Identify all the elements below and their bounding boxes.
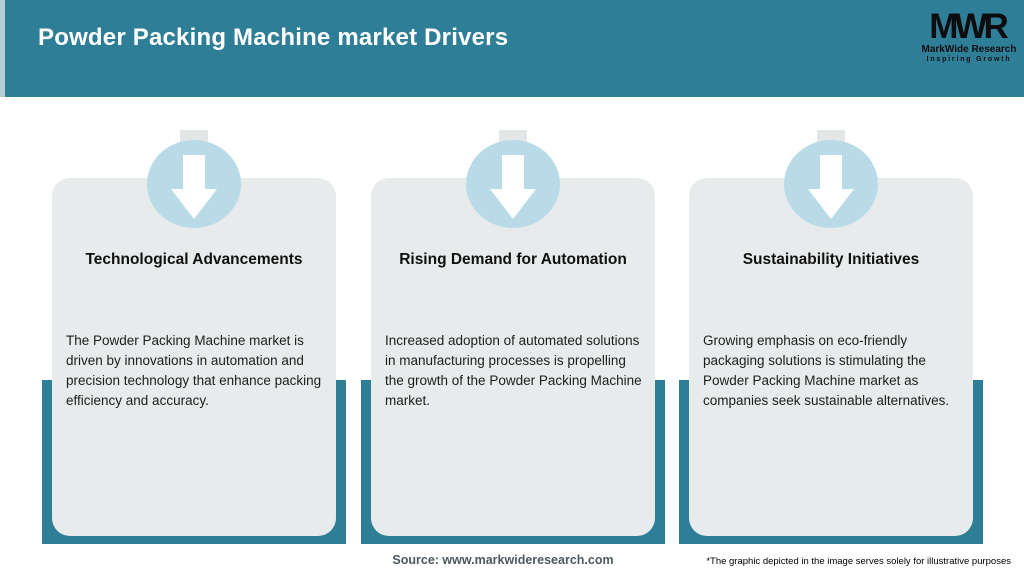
disclaimer-text: *The graphic depicted in the image serve… [706,556,1011,567]
down-arrow-icon [808,154,854,219]
card-body: Increased adoption of automated solution… [385,333,642,408]
logo-tagline: Inspiring Growth [926,56,1012,64]
down-arrow-badge [147,140,241,228]
header-bar: Powder Packing Machine market Drivers MW… [0,0,1024,97]
driver-card [689,178,973,536]
logo-monogram: MWR [929,7,1008,46]
header-accent-strip [0,0,5,97]
logo-name: MarkWide Research [921,44,1017,56]
card-body: The Powder Packing Machine market is dri… [66,333,322,408]
driver-column-1: Technological Advancements The Powder Pa… [42,0,346,576]
down-arrow-icon [171,154,217,219]
source-text: Source: www.markwideresearch.com [392,553,614,567]
driver-card [52,178,336,536]
arrow-shadow-notch [180,130,208,143]
down-arrow-badge [466,140,560,228]
markwide-research-logo: MWR MarkWide Research Inspiring Growth [920,7,1018,64]
page-title: Powder Packing Machine market Drivers [38,24,509,51]
card-title: Rising Demand for Automation [399,251,627,268]
card-title: Sustainability Initiatives [742,251,920,268]
card-body: Growing emphasis on eco-friendly packagi… [703,333,950,408]
down-arrow-badge [784,140,878,228]
driver-column-3: Sustainability Initiatives Growing empha… [679,0,983,576]
driver-card [371,178,655,536]
arrow-shadow-notch [499,130,527,143]
card-title: Technological Advancements [85,251,303,268]
driver-column-2: Rising Demand for Automation Increased a… [361,0,665,576]
arrow-shadow-notch [817,130,845,143]
down-arrow-icon [490,154,536,219]
